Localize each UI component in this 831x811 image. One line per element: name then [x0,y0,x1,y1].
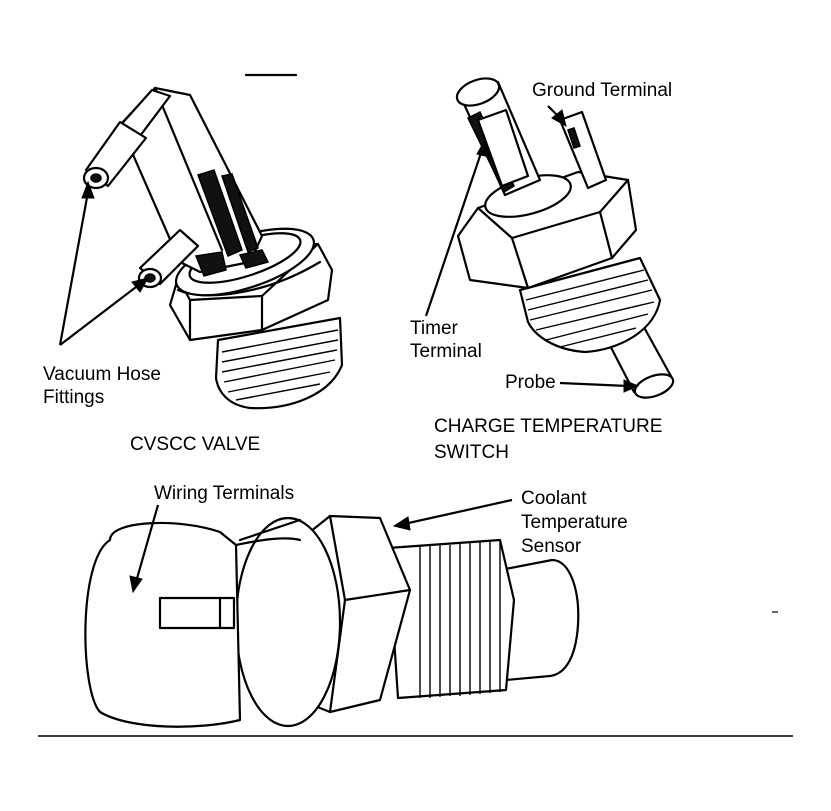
coolant-arrows [129,498,513,594]
coolant-sensor-label-line1: Coolant [521,488,587,509]
charge-temperature-label-line2: SWITCH [434,442,509,463]
vacuum-hose-label-line2: Fittings [43,387,105,408]
wiring-terminals-label: Wiring Terminals [154,483,295,504]
charge-temperature-switch-drawing [455,77,675,399]
vacuum-hose-arrows [58,180,150,346]
probe-label: Probe [505,372,556,393]
charge-temperature-label-line1: CHARGE TEMPERATURE [434,416,663,437]
coolant-sensor-label-line3: Sensor [521,536,582,557]
coolant-temperature-sensor-drawing [84,514,580,728]
ground-terminal-label: Ground Terminal [532,80,673,101]
timer-terminal-label-line1: Timer [410,318,458,339]
vacuum-hose-label-line1: Vacuum Hose [43,364,161,385]
coolant-sensor-label-line2: Temperature [521,512,628,533]
cvscc-valve-drawing [82,73,344,410]
cvscc-valve-label: CVSCC VALVE [130,434,261,455]
charge-switch-arrows [424,105,640,393]
timer-terminal-label-line2: Terminal [410,341,482,362]
